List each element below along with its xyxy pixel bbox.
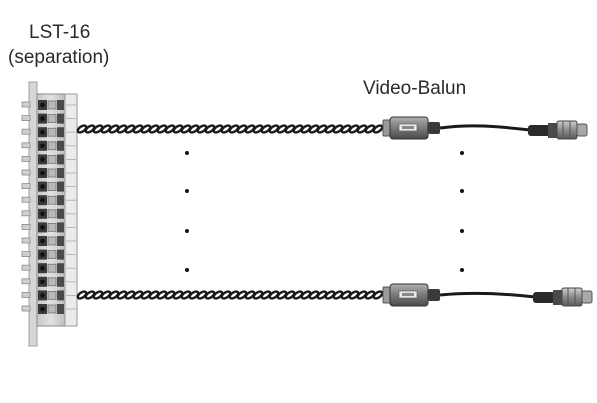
panel-port (21, 195, 76, 206)
video-balun-icon (382, 116, 531, 140)
panel-port-rows (21, 100, 76, 314)
panel-port (21, 181, 76, 192)
ellipsis-dots-icon (185, 151, 464, 272)
panel-port (21, 100, 76, 110)
bnc-connector-icon (533, 287, 593, 307)
patch-panel-icon (21, 81, 78, 347)
panel-port (21, 236, 76, 246)
panel-port (21, 249, 76, 260)
panel-port (21, 222, 76, 233)
panel-port (21, 290, 76, 301)
video-balun-icon (382, 283, 536, 307)
twisted-pair-cable-icon (76, 124, 384, 134)
panel-port (21, 276, 76, 287)
panel-port (21, 140, 76, 151)
twisted-pair-cable-icon (76, 290, 384, 300)
panel-port (21, 127, 76, 138)
panel-mode-label: (separation) (8, 47, 110, 68)
panel-port (21, 263, 76, 274)
panel-model-label: LST-16 (29, 22, 91, 43)
panel-port (21, 208, 76, 219)
panel-port (21, 168, 76, 178)
panel-port (21, 113, 76, 124)
panel-port (21, 304, 76, 314)
panel-port (21, 154, 76, 165)
bnc-connector-icon (528, 120, 588, 140)
balun-label: Video-Balun (363, 78, 467, 99)
